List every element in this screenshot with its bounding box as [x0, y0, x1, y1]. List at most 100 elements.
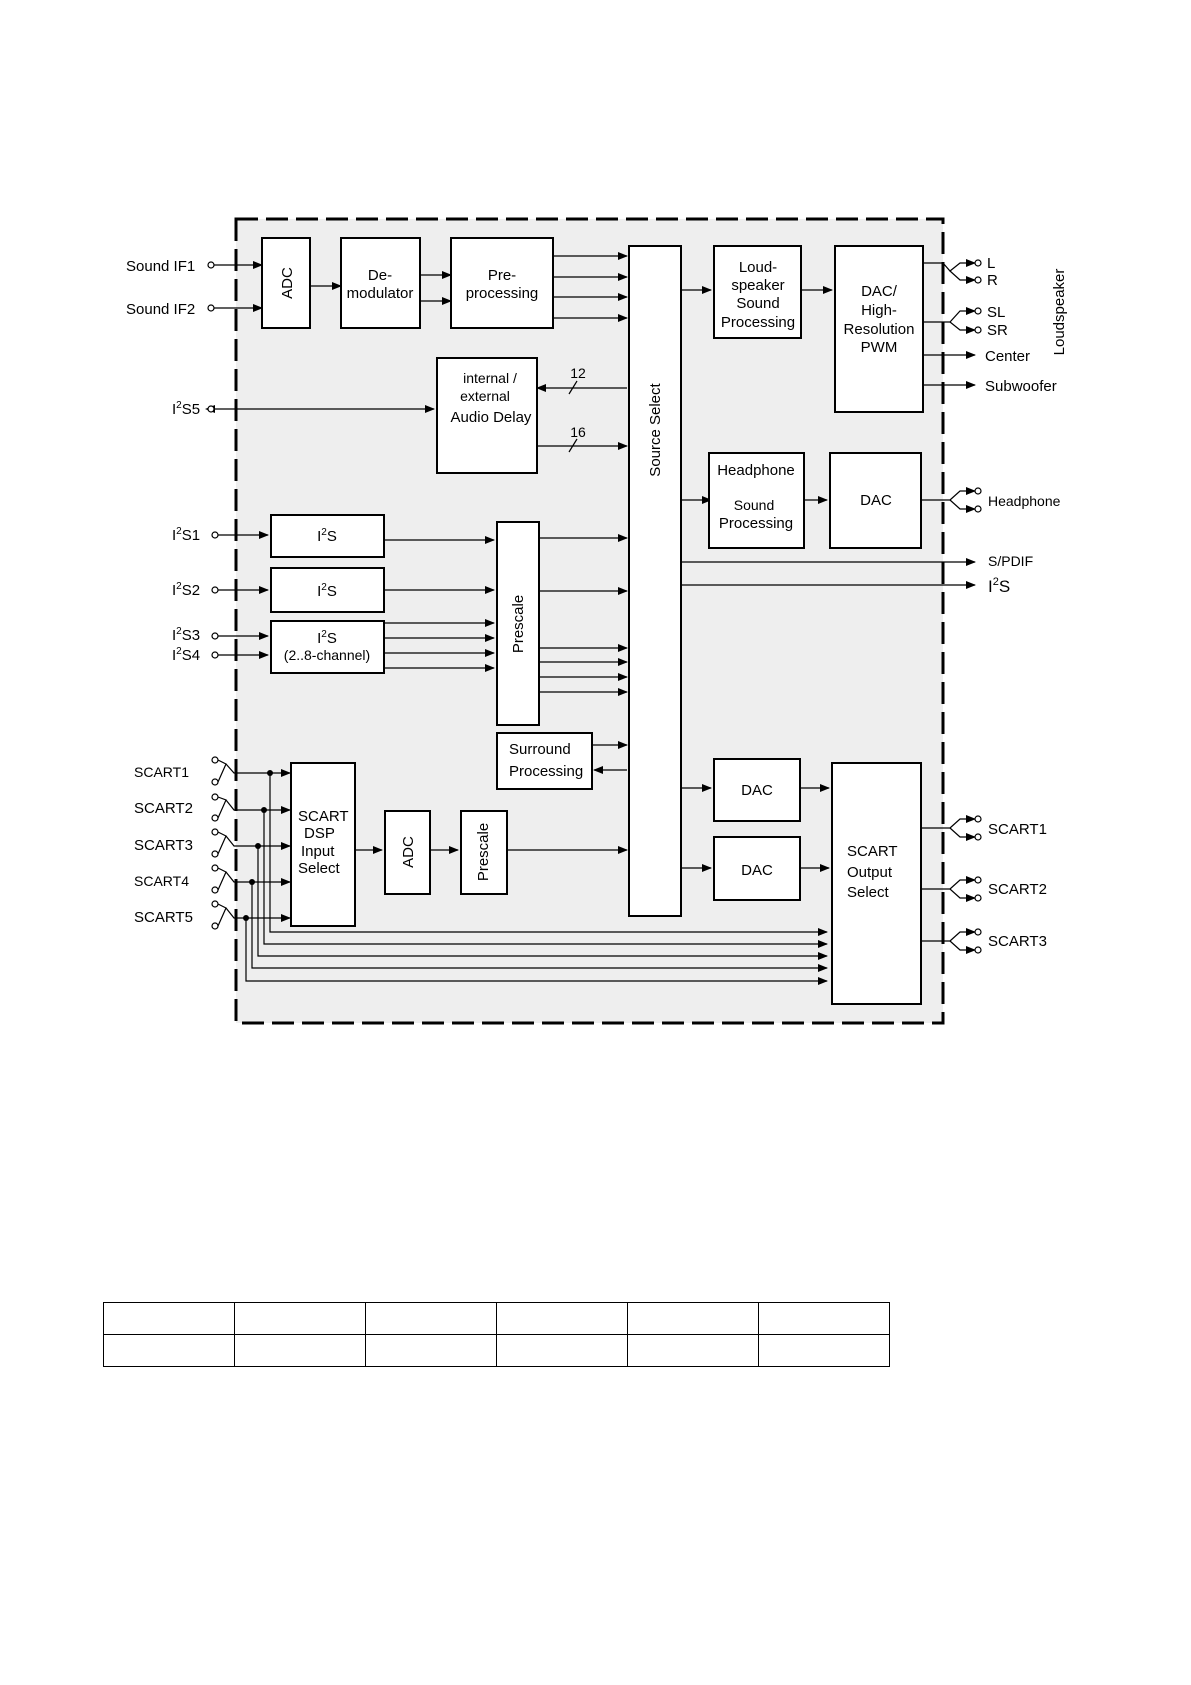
scart-out-label-2: Output: [847, 864, 893, 881]
i2s-rx3-label: I2S: [317, 629, 337, 647]
hp-proc-label-2: Sound: [734, 497, 774, 513]
scart-dsp-label-1: SCART: [298, 808, 349, 825]
output-labels: L R SL SR Center Subwoofer Loudspeaker H…: [985, 255, 1068, 950]
prescale-main-label: Prescale: [510, 595, 527, 653]
input-i2s4: I2S4: [172, 646, 200, 664]
scart-dsp-label-4: Select: [298, 860, 341, 877]
junction-dots: [243, 770, 273, 921]
signal-wires: [205, 252, 976, 985]
table-cell: [365, 1302, 497, 1335]
delay-label-2: external: [460, 388, 510, 404]
block-dac-headphone: DAC: [829, 452, 922, 549]
output-scart1: SCART1: [988, 821, 1047, 838]
input-scart3: SCART3: [134, 837, 193, 854]
input-i2s1: I2S1: [172, 526, 200, 544]
table-row: [103, 1334, 890, 1367]
scart-out-label-1: SCART: [847, 843, 898, 860]
input-i2s3: I2S3: [172, 626, 200, 644]
bus-width-16: 16: [570, 424, 586, 440]
hp-proc-label-1: Headphone: [717, 462, 795, 479]
table-cell: [234, 1302, 366, 1335]
table-cell: [103, 1334, 235, 1367]
output-scart3: SCART3: [988, 933, 1047, 950]
input-scart1: SCART1: [134, 764, 189, 780]
output-r: R: [987, 272, 998, 289]
scart-out-label-3: Select: [847, 884, 890, 901]
dac-pwm-label-2: High-: [861, 302, 897, 319]
dac-pwm-label-3: Resolution: [844, 321, 915, 338]
block-scart-dsp-input-select: SCART DSP Input Select: [290, 762, 356, 927]
output-spdif: S/PDIF: [988, 553, 1033, 569]
block-source-select: Source Select: [628, 245, 682, 917]
i2s-rx3-sublabel: (2..8-channel): [284, 647, 370, 663]
input-sound-if1: Sound IF1: [126, 258, 195, 275]
input-scart5: SCART5: [134, 909, 193, 926]
table-cell: [103, 1302, 235, 1335]
output-headphone: Headphone: [988, 493, 1061, 509]
input-labels: Sound IF1 Sound IF2 I2S5 I2S1 I2S2 I2S3 …: [126, 258, 200, 926]
block-prescale-scart: Prescale: [460, 810, 508, 895]
block-preprocessing: Pre- processing: [450, 237, 554, 329]
block-dac-pwm: DAC/ High- Resolution PWM: [834, 245, 924, 413]
table-cell: [496, 1302, 628, 1335]
output-center: Center: [985, 348, 1030, 365]
block-dac-scart-1: DAC: [713, 758, 801, 822]
ls-proc-label-3: Sound: [736, 295, 779, 312]
pin-terminals: [207, 259, 982, 954]
dac-scart2-label: DAC: [741, 862, 773, 879]
demod-label-1: De-: [368, 267, 392, 284]
empty-table: [103, 1302, 890, 1367]
block-i2s-receiver-multichannel: I2S (2..8-channel): [270, 620, 385, 674]
block-diagram: ADC De- modulator Pre- processing intern…: [126, 217, 1068, 1025]
input-scart4: SCART4: [134, 873, 189, 889]
input-i2s2: I2S2: [172, 581, 200, 599]
table-cell: [758, 1302, 890, 1335]
delay-label-1: internal /: [463, 370, 517, 386]
block-adc-top: ADC: [261, 237, 311, 329]
block-loudspeaker-processing: Loud- speaker Sound Processing: [713, 245, 802, 339]
surround-label-1: Surround: [509, 741, 571, 758]
table-cell: [627, 1302, 759, 1335]
preproc-label-1: Pre-: [488, 267, 516, 284]
block-demodulator: De- modulator: [340, 237, 421, 329]
block-surround-processing: Surround Processing: [496, 732, 593, 790]
input-i2s5: I2S5: [172, 400, 200, 418]
adc-scart-label: ADC: [400, 836, 417, 868]
ls-proc-label-4: Processing: [721, 314, 795, 331]
output-sr: SR: [987, 322, 1008, 339]
table-cell: [496, 1334, 628, 1367]
output-l: L: [987, 255, 995, 272]
source-select-label: Source Select: [647, 382, 664, 476]
table-cell: [758, 1334, 890, 1367]
block-adc-scart: ADC: [384, 810, 431, 895]
delay-label-3: Audio Delay: [451, 409, 532, 426]
dac-scart1-label: DAC: [741, 782, 773, 799]
adc-top-label: ADC: [279, 267, 296, 299]
dac-pwm-label-4: PWM: [861, 339, 898, 356]
table-cell: [234, 1334, 366, 1367]
block-audio-delay: internal / external Audio Delay: [436, 357, 538, 474]
block-headphone-processing: Headphone Sound Processing: [708, 452, 805, 549]
hp-proc-label-3: Processing: [719, 515, 793, 532]
i2s-rx2-label: I2S: [317, 582, 337, 600]
table-cell: [365, 1334, 497, 1367]
ls-proc-label-2: speaker: [731, 277, 784, 294]
block-i2s-receiver-2: I2S: [270, 567, 385, 613]
dac-pwm-label-1: DAC/: [861, 283, 898, 300]
table-row: [103, 1302, 890, 1335]
output-subwoofer: Subwoofer: [985, 378, 1057, 395]
ls-proc-label-1: Loud-: [739, 259, 777, 276]
output-loudspeaker-group: Loudspeaker: [1051, 269, 1068, 356]
i2s-rx1-label: I2S: [317, 527, 337, 545]
output-i2s: I2S: [988, 576, 1010, 596]
dac-hp-label: DAC: [860, 492, 892, 509]
demod-label-2: modulator: [347, 285, 414, 302]
preproc-label-2: processing: [466, 285, 539, 302]
table-cell: [627, 1334, 759, 1367]
input-sound-if2: Sound IF2: [126, 301, 195, 318]
block-prescale-main: Prescale: [496, 521, 540, 726]
scart-dsp-label-2: DSP: [304, 825, 335, 842]
prescale-scart-label: Prescale: [475, 823, 492, 881]
block-dac-scart-2: DAC: [713, 836, 801, 901]
block-scart-output-select: SCART Output Select: [831, 762, 922, 1005]
